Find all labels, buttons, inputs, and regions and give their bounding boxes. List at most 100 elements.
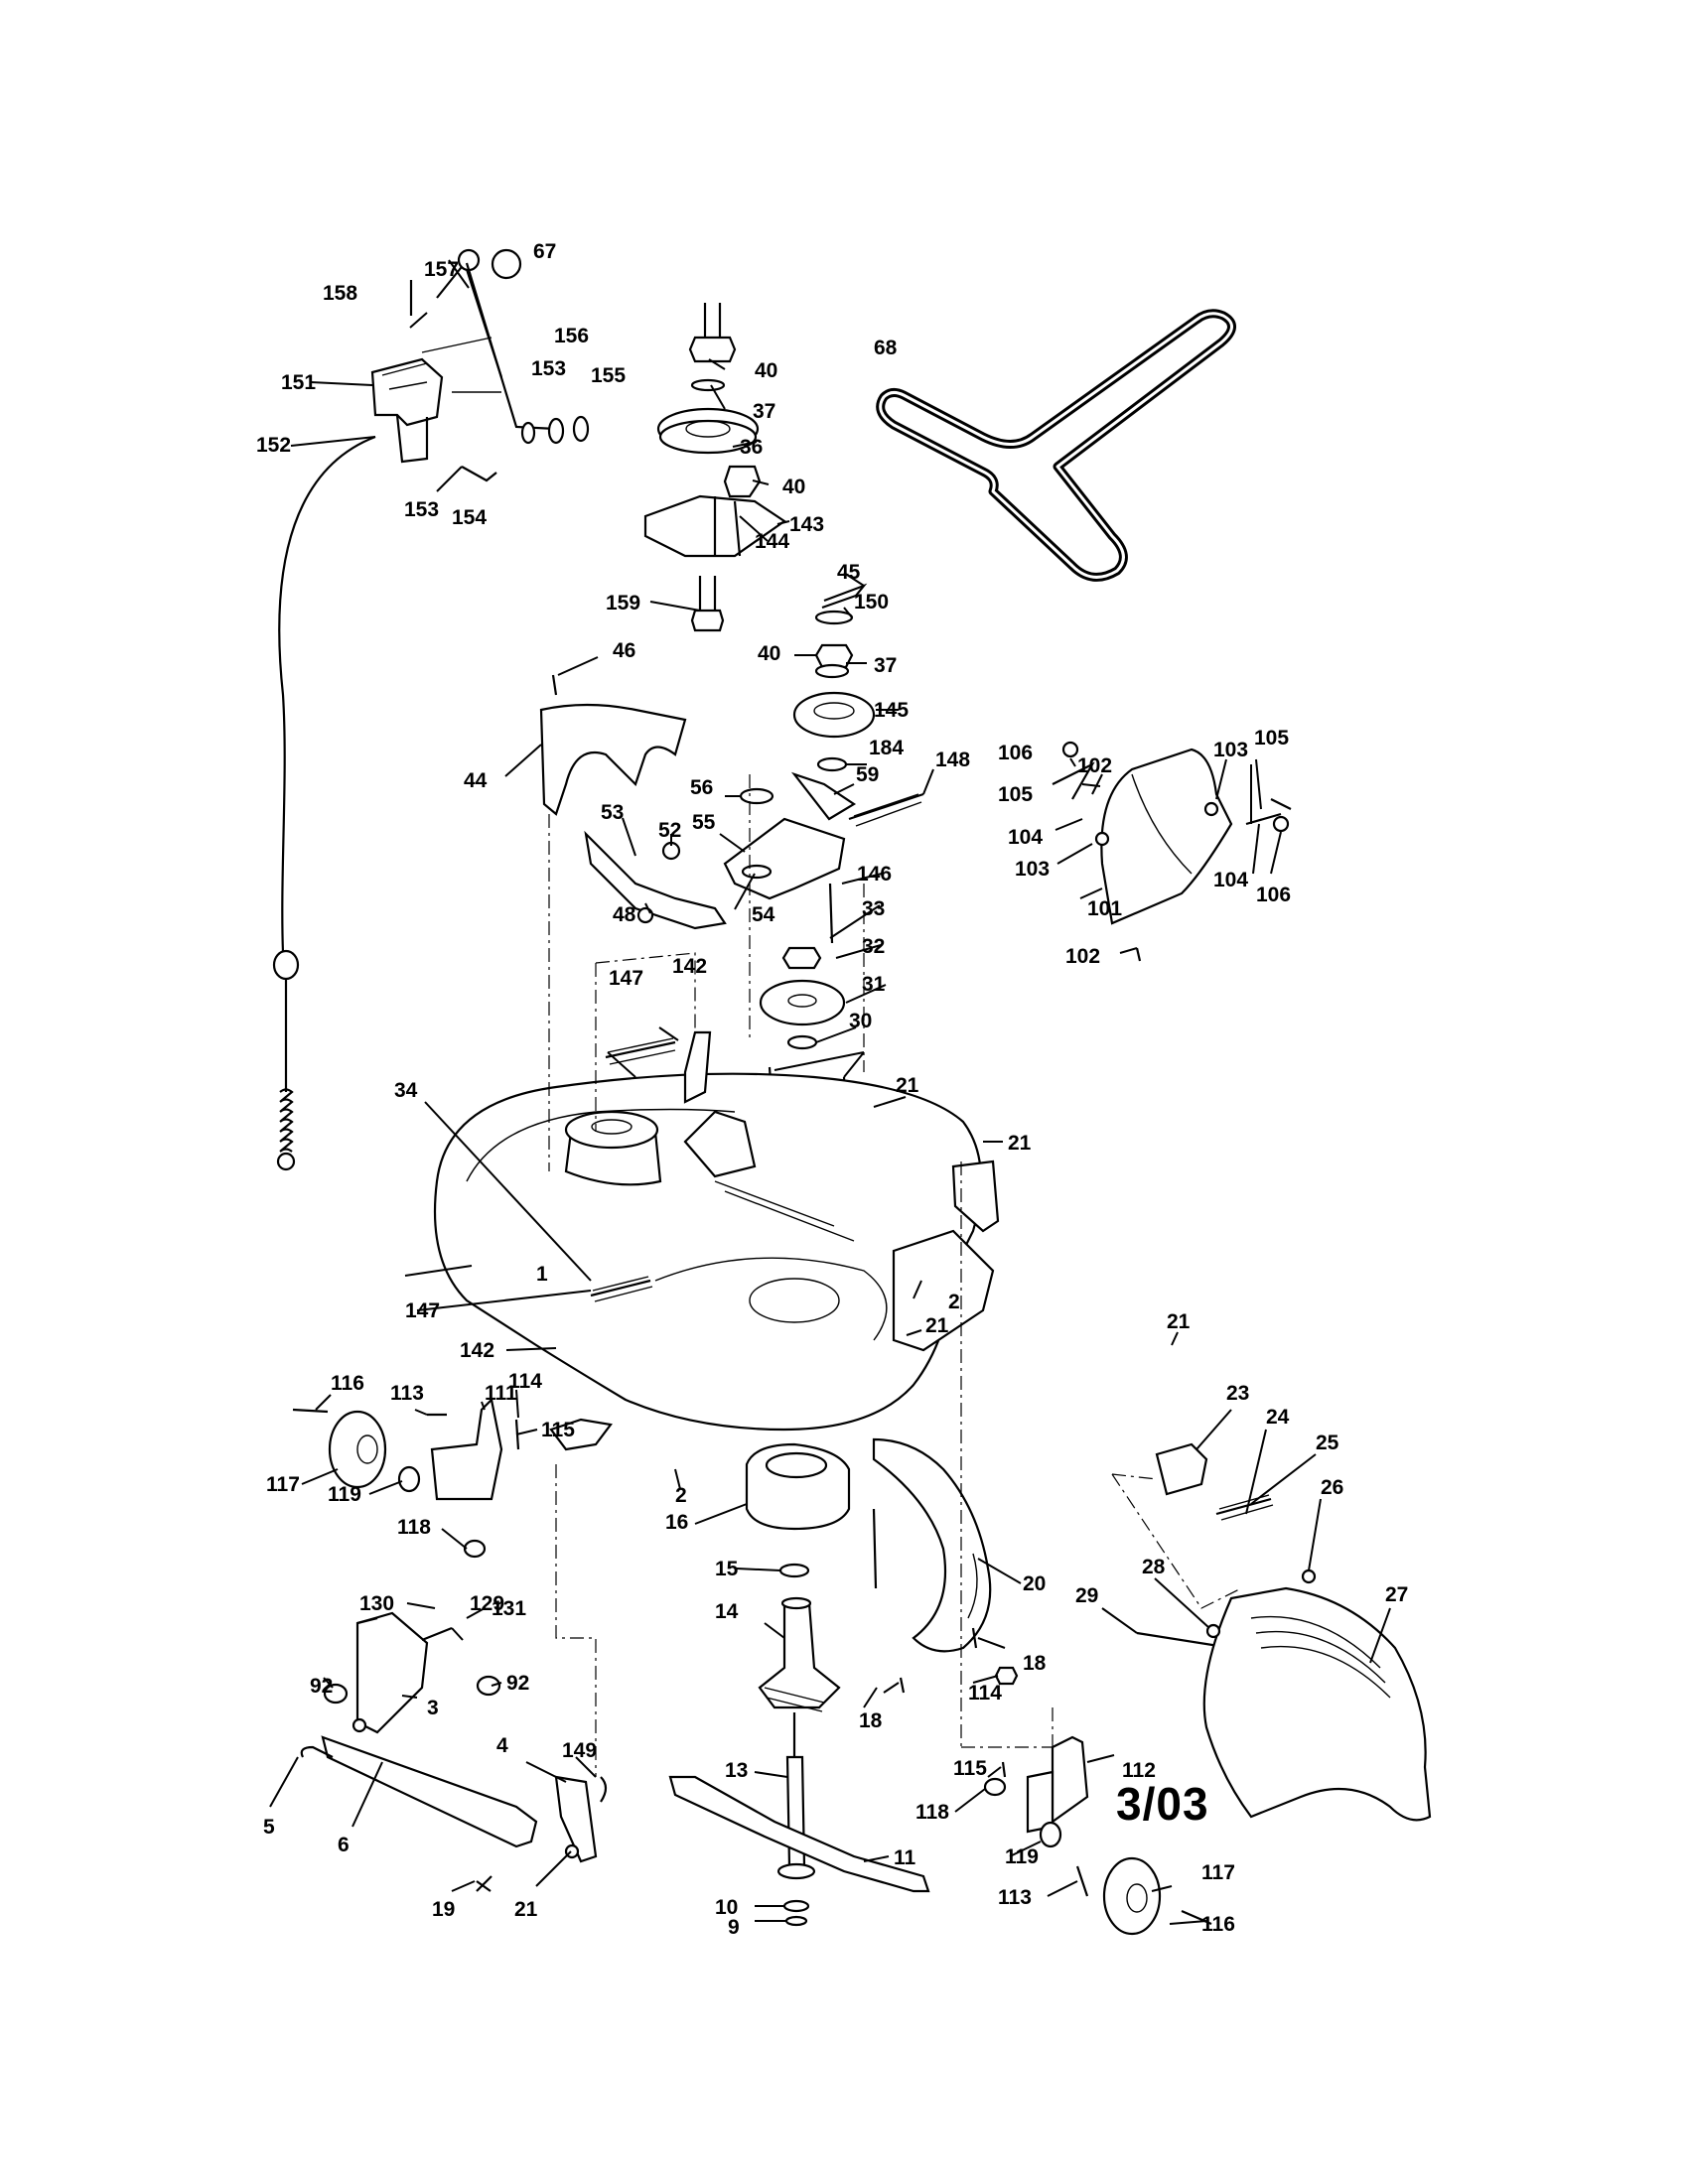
part-label: 34	[394, 1079, 418, 1102]
part-label: 5	[263, 1816, 275, 1839]
part-label: 13	[725, 1759, 748, 1782]
part-label: 103	[1213, 739, 1248, 761]
part-label: 21	[514, 1898, 538, 1921]
part-label: 92	[506, 1672, 529, 1695]
right-gauge-wheel-assembly	[983, 1735, 1212, 1936]
part-label: 118	[397, 1516, 431, 1539]
part-label: 26	[1321, 1476, 1343, 1499]
leader-lines	[269, 259, 1391, 1925]
part-label: 130	[359, 1592, 394, 1615]
part-label: 159	[606, 592, 640, 614]
part-label: 118	[915, 1801, 949, 1824]
part-label: 15	[715, 1558, 739, 1580]
part-label: 45	[837, 561, 861, 584]
part-label: 67	[533, 240, 556, 263]
assembly-guide-lines	[548, 774, 1242, 1777]
part-label: 184	[869, 737, 904, 759]
discharge-chute	[1052, 741, 1292, 962]
part-label: 112	[1122, 1759, 1156, 1782]
part-label: 102	[1077, 754, 1112, 777]
part-label: 157	[424, 258, 459, 281]
part-label: 3	[427, 1697, 439, 1719]
part-label: 153	[404, 498, 439, 521]
drive-belt	[876, 309, 1236, 582]
part-label: 16	[665, 1511, 688, 1534]
part-label: 37	[753, 400, 775, 423]
part-label: 29	[1075, 1584, 1098, 1607]
part-label: 21	[1167, 1310, 1191, 1333]
part-label: 14	[715, 1600, 739, 1623]
part-label: 19	[432, 1898, 455, 1921]
part-label: 44	[464, 769, 488, 792]
part-label: 103	[1015, 858, 1050, 881]
part-label: 54	[752, 903, 775, 926]
part-label: 119	[1005, 1845, 1039, 1868]
part-label: 131	[492, 1597, 526, 1620]
part-label: 9	[728, 1916, 740, 1939]
part-label: 105	[1254, 727, 1289, 750]
front-linkage	[300, 1611, 608, 1892]
part-label: 142	[460, 1339, 494, 1362]
part-label: 46	[613, 639, 635, 662]
part-label: 32	[862, 935, 885, 958]
discharge-deflector	[1136, 1442, 1432, 1822]
part-label: 105	[998, 783, 1033, 806]
part-label: 11	[894, 1846, 916, 1869]
part-label: 31	[862, 973, 886, 996]
left-gauge-wheel-assembly	[292, 1397, 613, 1559]
part-label: 115	[953, 1757, 987, 1780]
part-label: 102	[1065, 945, 1100, 968]
part-label: 18	[859, 1709, 883, 1732]
part-label: 111	[485, 1382, 517, 1405]
part-label: 104	[1008, 826, 1043, 849]
part-label: 21	[1008, 1132, 1032, 1155]
part-label: 37	[874, 654, 897, 677]
part-label: 143	[789, 513, 824, 536]
part-label: 142	[672, 955, 707, 978]
part-label: 40	[758, 642, 780, 665]
part-label: 18	[1023, 1652, 1047, 1675]
part-label: 40	[755, 359, 777, 382]
control-lever-assembly	[272, 248, 590, 1171]
part-label: 156	[554, 325, 589, 347]
blade-spindle-assembly	[668, 1442, 930, 1927]
part-label: 4	[496, 1734, 508, 1757]
part-label: 59	[856, 763, 879, 786]
idler-arm	[584, 830, 727, 930]
spindle-pulley-stack	[759, 946, 848, 1128]
part-label: 104	[1213, 869, 1248, 891]
part-number-labels: 1 2 2 3 4 5 6 9 10 11 13 14 15 16 18 18 …	[256, 240, 1408, 1939]
part-label: 53	[601, 801, 624, 824]
part-label: 40	[782, 476, 805, 498]
part-label: 113	[998, 1886, 1032, 1909]
part-label: 115	[541, 1419, 575, 1441]
part-label: 146	[857, 863, 892, 886]
part-label: 158	[323, 282, 357, 305]
part-label: 129	[470, 1592, 504, 1615]
part-label: 116	[331, 1372, 364, 1395]
part-label: 154	[452, 506, 487, 529]
mower-deck	[433, 1030, 1000, 1653]
part-label: 117	[1201, 1861, 1235, 1884]
part-label: 21	[925, 1314, 949, 1337]
part-label: 25	[1316, 1432, 1339, 1454]
part-label: 144	[755, 530, 789, 553]
part-label: 106	[998, 742, 1033, 764]
part-label: 145	[874, 699, 909, 722]
part-label: 24	[1266, 1406, 1290, 1429]
part-label: 2	[675, 1484, 687, 1507]
part-label: 28	[1142, 1556, 1166, 1578]
part-label: 48	[613, 903, 636, 926]
part-label: 52	[658, 819, 681, 842]
part-label: 23	[1226, 1382, 1249, 1405]
part-label: 36	[740, 436, 763, 459]
part-label: 151	[281, 371, 316, 394]
idler-pulley-stack-upper	[643, 303, 786, 632]
page-revision-code: 3/03	[1116, 1778, 1209, 1830]
part-label: 116	[1201, 1913, 1235, 1936]
part-label: 147	[405, 1299, 440, 1322]
part-label: 30	[849, 1010, 872, 1032]
part-label: 55	[692, 811, 716, 834]
